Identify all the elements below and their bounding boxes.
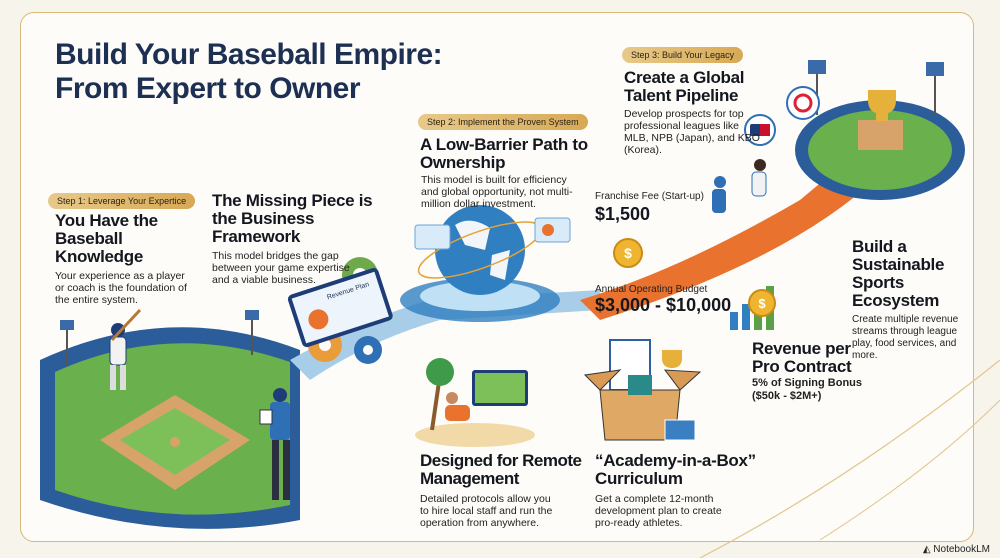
academy-box-illustration: [583, 339, 702, 441]
step3-desc: Develop prospects for top professional l…: [624, 108, 760, 156]
coach-figure: [259, 388, 290, 500]
operating-budget-value: $3,000 - $10,000: [595, 295, 732, 315]
step2-pill: Step 2: Implement the Proven System: [418, 114, 588, 130]
remote-beach-illustration: [415, 358, 535, 447]
step3-pill: Step 3: Build Your Legacy: [622, 47, 744, 63]
brand-label: NotebookLM: [933, 544, 990, 555]
remote-heading: Designed for Remote Management: [420, 451, 582, 488]
step1-pill: Step 1: Leverage Your Expertice: [48, 193, 196, 209]
franchise-fee-label: Franchise Fee (Start-up): [595, 191, 704, 202]
page-title: Build Your Baseball Empire: From Expert …: [55, 38, 443, 106]
coin-icon: $: [613, 238, 643, 268]
notebooklm-logo-icon: ◭: [922, 544, 934, 555]
missing-piece-heading: The Missing Piece is the Business Framew…: [212, 191, 373, 246]
revenue-detail-1: 5% of Signing Bonus: [752, 377, 862, 389]
batter-figure: [109, 308, 142, 390]
svg-text:$: $: [624, 245, 632, 261]
revenue-detail-2: ($50k - $2M+): [752, 390, 822, 402]
step2-heading: A Low-Barrier Path to Ownership: [420, 135, 588, 172]
svg-text:$: $: [758, 296, 766, 311]
step1-heading: You Have the Baseball Knowledge: [55, 211, 158, 266]
league-logo-icons: [744, 86, 820, 146]
remote-desc: Detailed protocols allow you to hire loc…: [420, 493, 553, 529]
academy-desc: Get a complete 12-month development plan…: [595, 493, 722, 529]
notebooklm-brand: ◭ NotebookLM: [923, 544, 990, 555]
ecosystem-heading: Build a Sustainable Sports Ecosystem: [852, 237, 945, 310]
revenue-bar-chart-icon: $: [730, 286, 776, 330]
title-line-1: Build Your Baseball Empire:: [55, 38, 443, 71]
trophy-stadium-illustration: [795, 60, 965, 200]
missing-piece-desc: This model bridges the gap between your …: [212, 250, 350, 286]
globe-illustration: [400, 205, 571, 322]
running-track: [580, 150, 880, 320]
title-line-2: From Expert to Owner: [55, 72, 361, 105]
step3-heading: Create a Global Talent Pipeline: [624, 68, 745, 105]
academy-heading: “Academy-in-a-Box” Curriculum: [595, 451, 756, 488]
franchise-fee-value: $1,500: [595, 204, 651, 224]
operating-budget-label: Annual Operating Budget: [595, 284, 708, 295]
revenue-heading: Revenue per Pro Contract: [752, 339, 852, 376]
step2-desc: This model is built for efficiency and g…: [421, 174, 573, 210]
ecosystem-desc: Create multiple revenue streams through …: [852, 314, 959, 361]
tablet-revenue-plan: Revenue Plan: [287, 268, 393, 348]
step1-desc: Your experience as a player or coach is …: [55, 270, 187, 306]
